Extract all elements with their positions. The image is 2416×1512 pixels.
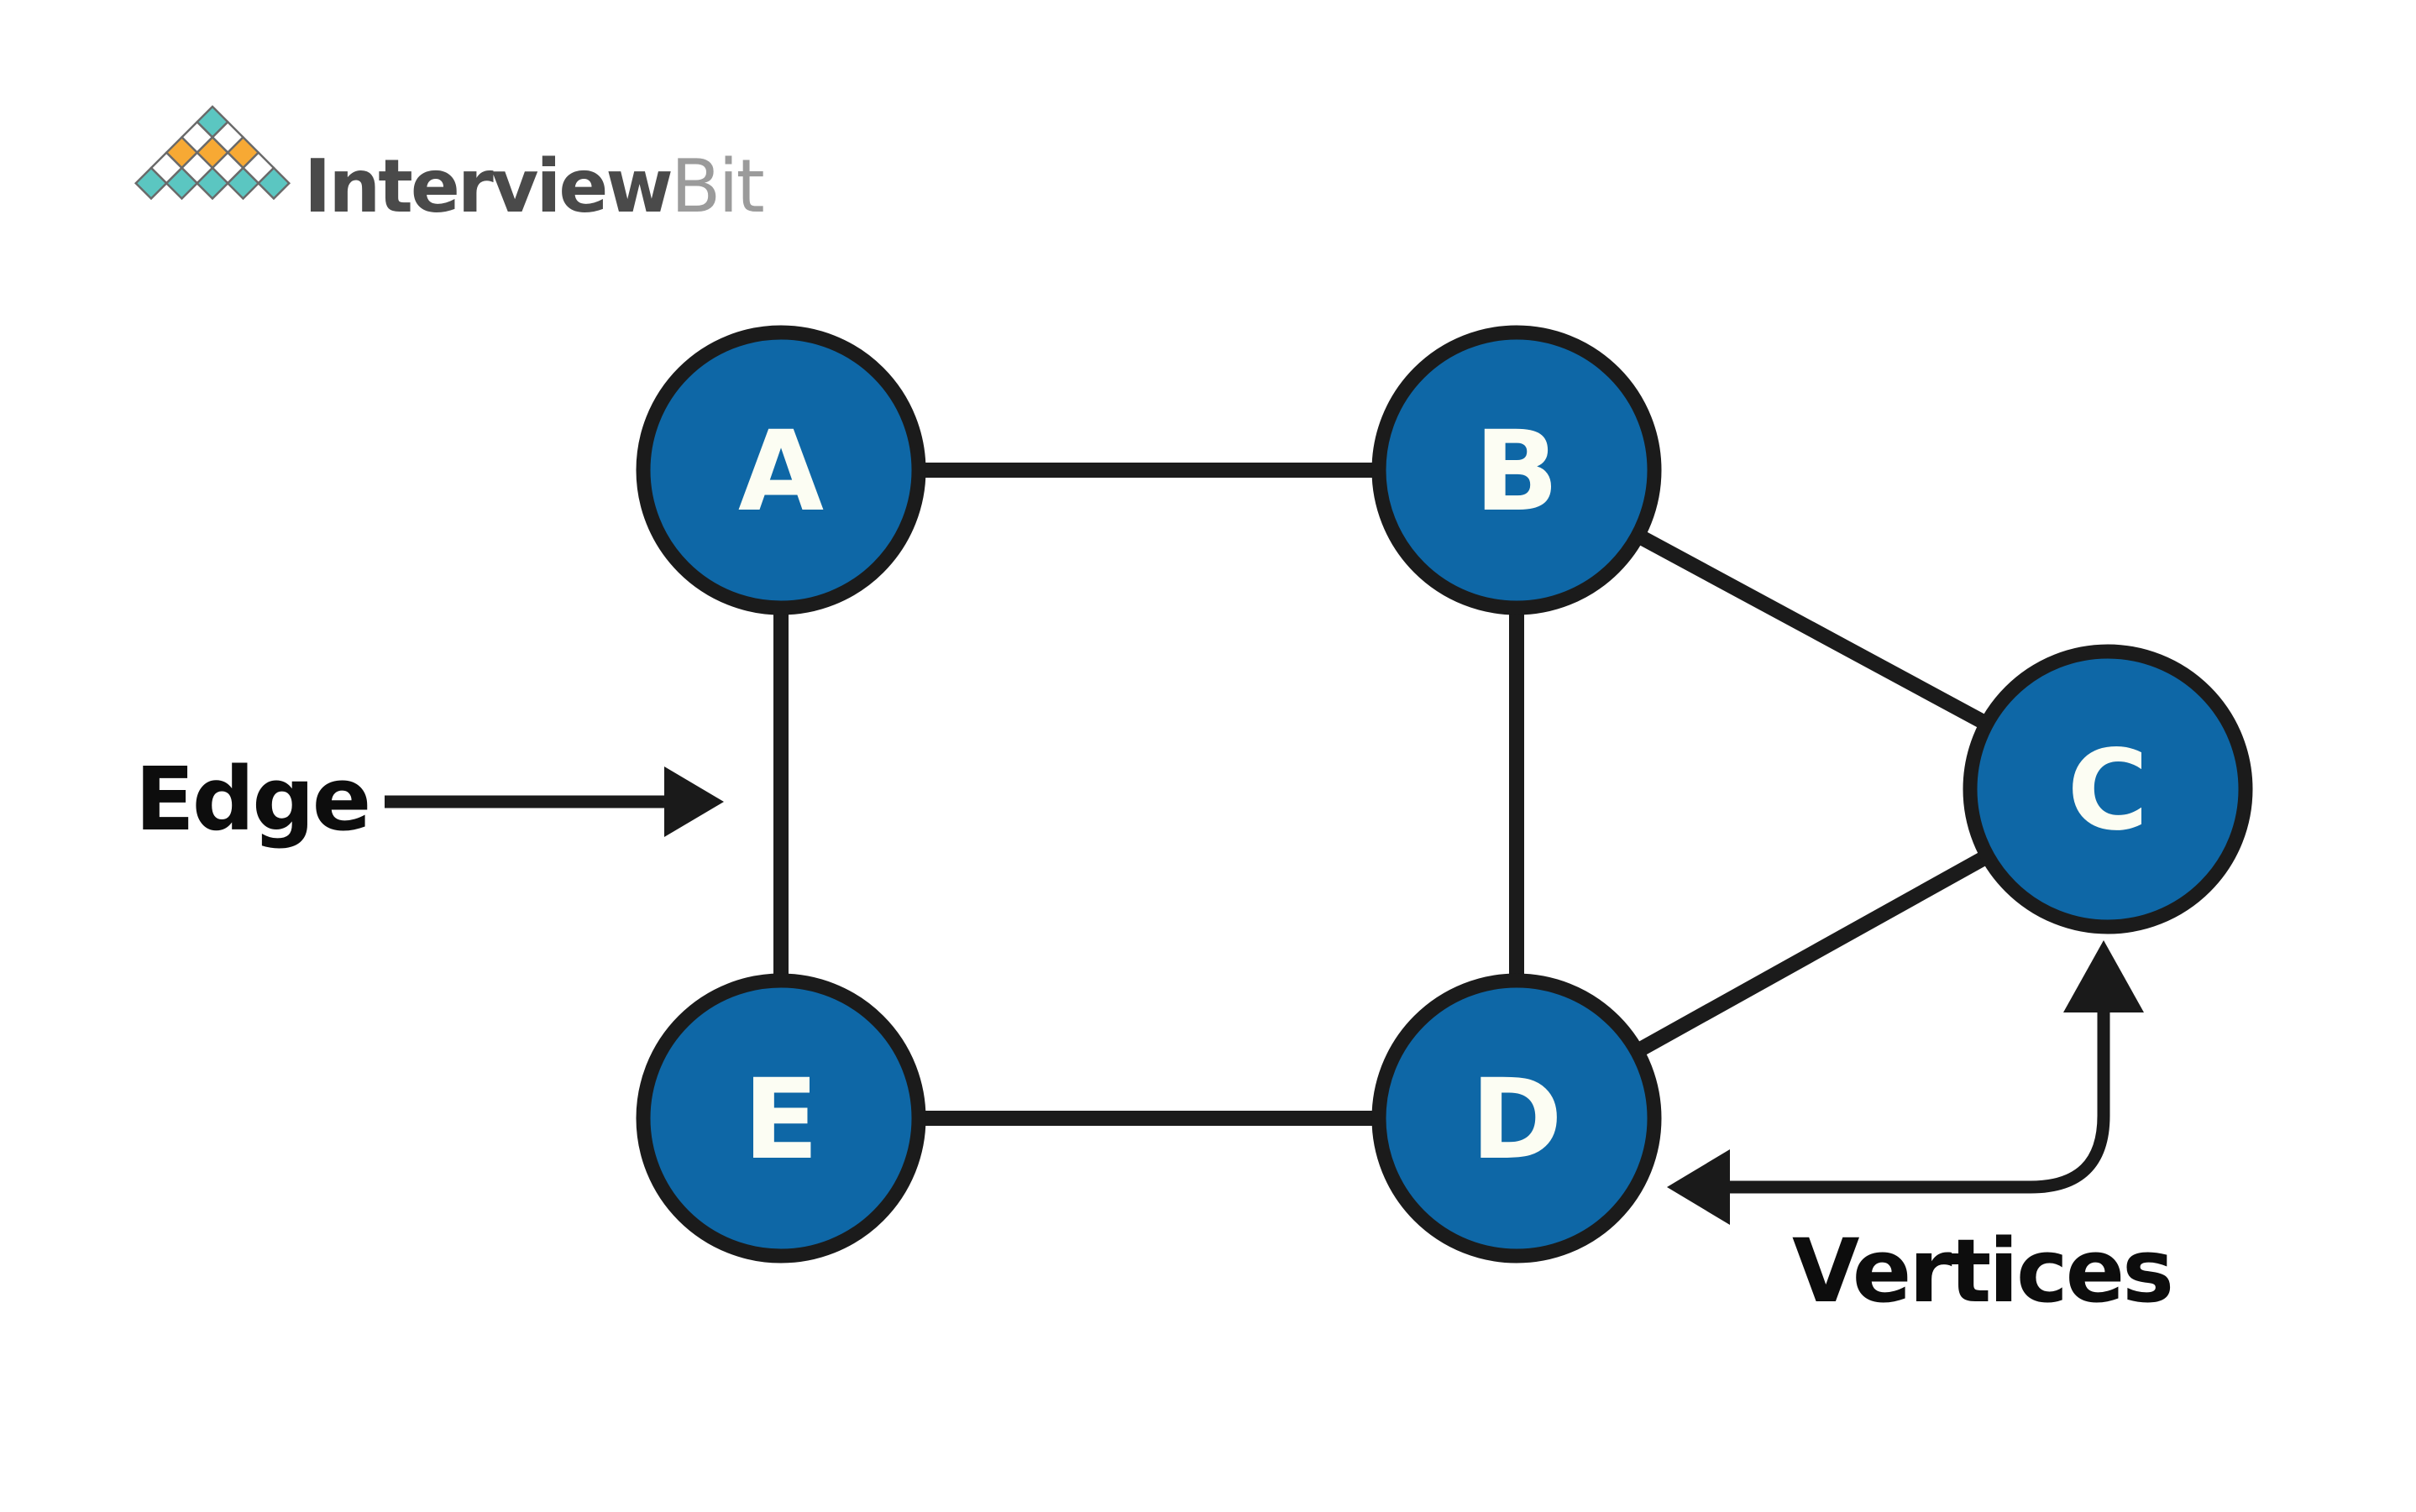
graph-nodes: A B C D E: [636, 325, 2253, 1263]
interviewbit-logo: InterviewBit: [134, 105, 767, 229]
vertices-label: Vertices: [1792, 1220, 2172, 1322]
logo-wordmark: InterviewBit: [304, 144, 764, 229]
logo-text-interview: Interview: [304, 144, 671, 229]
graph-node-C: C: [1963, 644, 2253, 934]
logo-diamond-teal: [165, 166, 199, 201]
logo-text-bit: Bit: [671, 144, 764, 229]
vertices-arrowhead-up: [2063, 940, 2144, 1012]
graph-node-D: D: [1371, 973, 1662, 1263]
logo-diamond-teal: [256, 166, 291, 201]
vertices-annotation: Vertices: [1667, 940, 2174, 1322]
graph-node-E: E: [636, 973, 926, 1263]
node-circle-B: [1371, 325, 1662, 615]
logo-diamond-teal: [226, 166, 260, 201]
node-label-E: E: [743, 1055, 819, 1185]
node-label-D: D: [1470, 1055, 1563, 1185]
node-label-C: C: [2067, 726, 2149, 855]
node-label-B: B: [1475, 407, 1559, 536]
logo-diamond-teal: [134, 166, 169, 201]
node-circle-C: [1963, 644, 2253, 934]
node-circle-E: [636, 973, 926, 1263]
node-circle-D: [1371, 973, 1662, 1263]
graph-node-B: B: [1371, 325, 1662, 615]
edge-label: Edge: [135, 748, 369, 850]
edge-annotation: Edge: [135, 748, 724, 850]
logo-pyramid-icon: [134, 105, 291, 201]
vertices-pointer-line: [1723, 1006, 2110, 1194]
node-label-A: A: [738, 407, 824, 536]
vertices-arrowhead-left: [1667, 1149, 1730, 1225]
logo-diamond-teal: [195, 166, 230, 201]
edge-pointer-arrowhead: [664, 766, 724, 837]
graph-node-A: A: [636, 325, 926, 615]
node-circle-A: [636, 325, 926, 615]
